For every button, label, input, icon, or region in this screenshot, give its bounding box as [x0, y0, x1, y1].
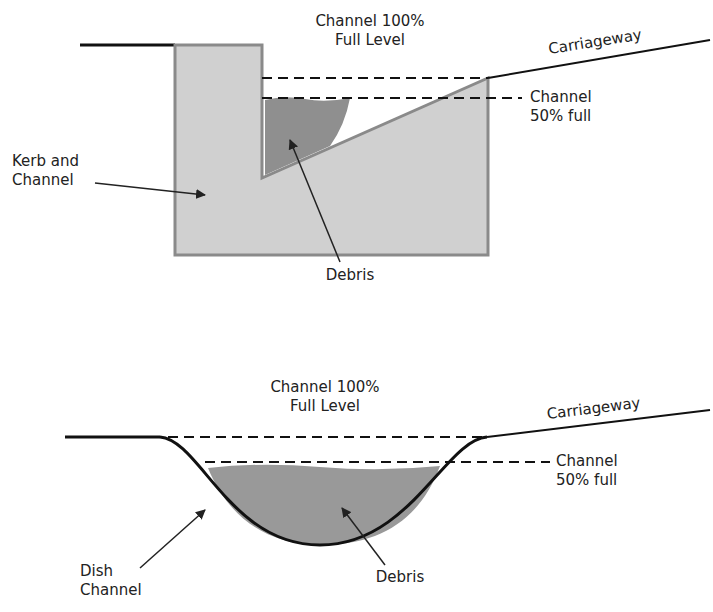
- half-level-line: [262, 97, 522, 99]
- ground-line: [80, 44, 175, 47]
- full-level-line: [262, 77, 488, 79]
- leader-line: [95, 183, 205, 195]
- kerb-block: [175, 45, 488, 255]
- leader-line: [290, 140, 340, 262]
- debris-fill: [208, 465, 440, 545]
- debris-fill: [265, 97, 350, 175]
- leader-line: [342, 508, 385, 565]
- level-label: Channel 100% Full Level: [265, 378, 385, 416]
- part-label: Kerb and Channel: [12, 152, 94, 190]
- level-label: Channel 50% full: [556, 452, 641, 490]
- part-label: Debris: [310, 266, 390, 285]
- full-level-line: [168, 436, 487, 438]
- road-label: Carriageway: [547, 20, 678, 59]
- level-label: Channel 50% full: [530, 88, 615, 126]
- level-label: Channel 100% Full Level: [310, 12, 430, 50]
- leader-line: [140, 510, 205, 568]
- ground-line: [65, 436, 160, 439]
- dish-channel-profile: [160, 437, 487, 545]
- road-label: Carriageway: [546, 389, 677, 424]
- part-label: Debris: [360, 568, 440, 587]
- half-level-line: [205, 461, 550, 463]
- part-label: Dish Channel: [80, 562, 152, 600]
